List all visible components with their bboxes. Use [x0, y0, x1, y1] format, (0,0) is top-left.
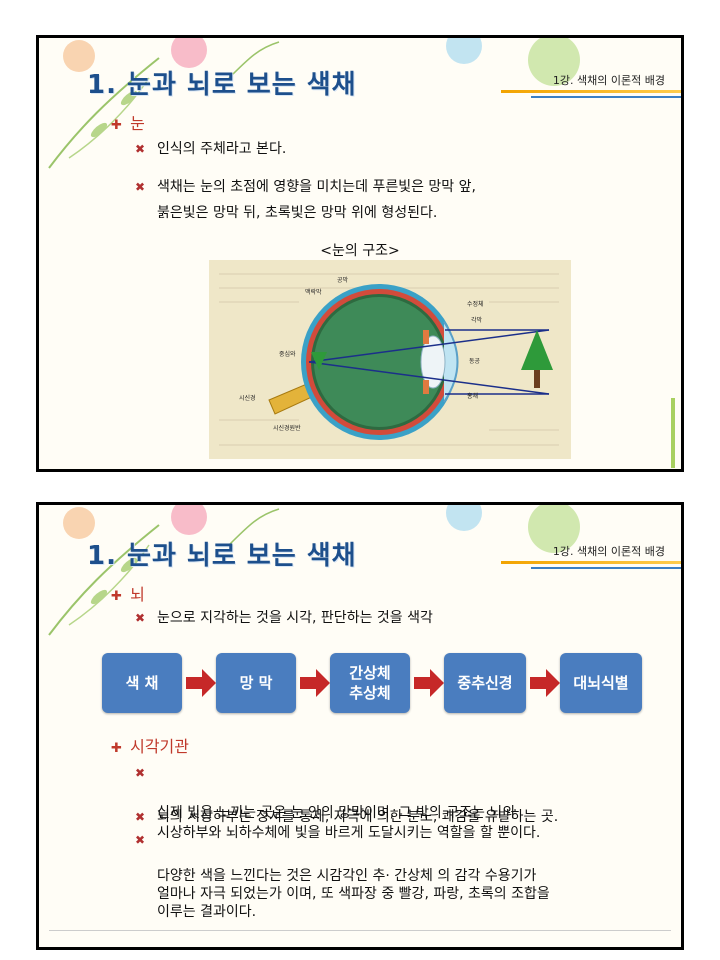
header-accent-line — [501, 90, 681, 93]
figure-label: 맥락막 — [305, 288, 322, 296]
bullet-icon: ✚ — [111, 741, 122, 756]
flow-step: 망 막 — [216, 653, 296, 713]
slide-title: 1. 눈과 뇌로 보는 색채 — [87, 541, 357, 571]
figure-label: 공막 — [337, 276, 349, 284]
x-bullet-icon: ✖ — [135, 766, 146, 780]
section-heading: ✚ 시각기관 — [111, 733, 189, 757]
figure-label: 수정체 — [467, 300, 484, 308]
header-accent-line — [531, 567, 681, 569]
list-item: ✖ 실제 빛을 느끼는 곳은 눈 안의 망막이며, 그 밖의 구조는 뇌의 시상… — [135, 763, 540, 863]
figure-label: 시신경 — [239, 394, 256, 402]
flow-step: 대뇌식별 — [560, 653, 642, 713]
course-label: 1강. 색채의 이론적 배경 — [552, 545, 665, 558]
x-bullet-icon: ✖ — [135, 611, 146, 625]
figure-label: 시신경원반 — [273, 424, 301, 432]
footer-divider — [49, 930, 671, 931]
flow-step: 중추신경 — [444, 653, 526, 713]
flow-step: 색 채 — [102, 653, 182, 713]
section-label: 눈 — [130, 114, 145, 133]
bullet-icon: ✚ — [111, 118, 122, 133]
bullet-icon: ✚ — [111, 589, 122, 604]
list-item: ✖ 뇌의 시상하부는 정서를 통제, 자극에 의한 분노, 쾌감을 유발하는 곳… — [135, 809, 559, 825]
header-accent-line — [501, 561, 681, 564]
process-flow: 색 채 망 막 간상체 추상체 중추신경 대뇌식별 — [102, 653, 642, 713]
list-item-continuation: 붉은빛은 망막 뒤, 초록빛은 망막 위에 형성된다. — [157, 205, 438, 221]
list-item: ✖ 다양한 색을 느낀다는 것은 시감각인 추· 간상체 의 감각 수용기가 얼… — [135, 833, 550, 920]
figure-label: 각막 — [471, 316, 483, 324]
x-bullet-icon: ✖ — [135, 142, 146, 156]
arrow-right-icon — [530, 669, 560, 697]
list-item: ✖ 인식의 주체라고 본다. — [135, 136, 286, 162]
x-bullet-icon: ✖ — [135, 180, 146, 194]
arrow-right-icon — [300, 669, 330, 697]
x-bullet-icon: ✖ — [135, 810, 146, 824]
figure-label: 동공 — [469, 358, 481, 365]
list-item: ✖ 눈으로 지각하는 것을 시각, 판단하는 것을 색각 — [135, 605, 433, 631]
course-label: 1강. 색채의 이론적 배경 — [552, 74, 665, 87]
flow-step: 간상체 추상체 — [330, 653, 410, 713]
slide-eye: 1. 눈과 뇌로 보는 색채 1강. 색채의 이론적 배경 ✚ 눈 ✖ 인식의 … — [36, 35, 684, 472]
decor-bar — [671, 398, 675, 468]
section-label: 뇌 — [130, 585, 145, 604]
list-item: ✖ 색채는 눈의 초점에 영향을 미치는데 푸른빛은 망막 앞, — [135, 174, 476, 200]
slide-brain: 1. 눈과 뇌로 보는 색채 1강. 색채의 이론적 배경 ✚ 뇌 ✖ 눈으로 … — [36, 502, 684, 950]
x-bullet-icon: ✖ — [135, 833, 146, 847]
section-label: 시각기관 — [130, 737, 189, 756]
section-heading: ✚ 눈 — [111, 110, 145, 134]
arrow-right-icon — [186, 669, 216, 697]
figure-label: 중심와 — [279, 350, 296, 358]
figure-caption: <눈의 구조> — [320, 243, 400, 259]
eye-structure-figure: 공막 맥락막 수정체 각막 중심와 동공 시신경 홍채 시신경원반 — [209, 260, 571, 459]
header-accent-line — [531, 96, 681, 98]
section-heading: ✚ 뇌 — [111, 581, 145, 605]
arrow-right-icon — [414, 669, 444, 697]
figure-label: 홍채 — [467, 392, 478, 400]
slide-title: 1. 눈과 뇌로 보는 색채 — [87, 70, 357, 100]
